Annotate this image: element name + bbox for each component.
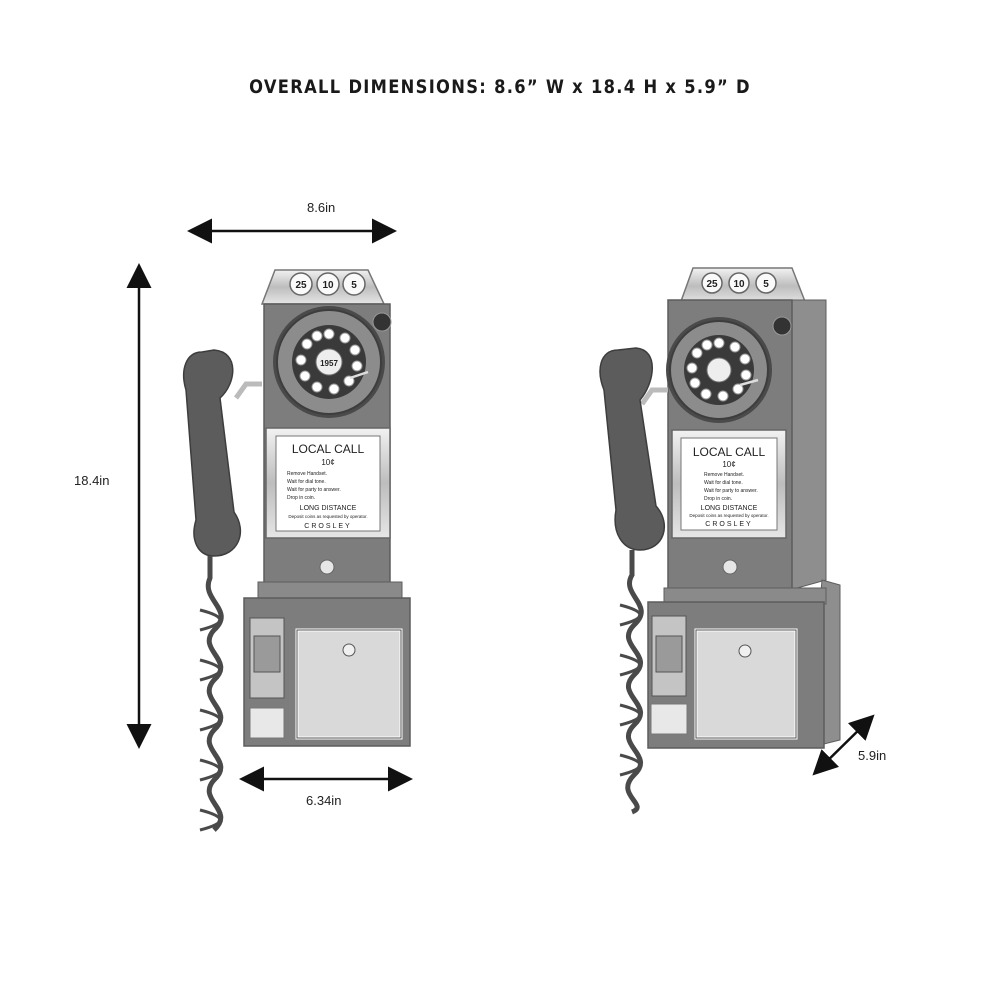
coin-slot-5: 5: [351, 280, 357, 291]
coin-slot-10: 10: [322, 280, 334, 291]
height-dimension-label: 18.4in: [74, 473, 110, 488]
angled-view-payphone: 25 10 5 LOCAL CALL 10¢ Remove Handset. W…: [599, 267, 841, 815]
page-title: OVERALL DIMENSIONS: 8.6” W x 18.4 H x 5.…: [249, 76, 751, 98]
plate-step-1: Remove Handset.: [287, 471, 327, 477]
angled-coin-slot-25: 25: [706, 279, 718, 290]
angled-plate-heading: LOCAL CALL: [693, 445, 766, 459]
plate-heading: LOCAL CALL: [292, 442, 365, 456]
front-view-payphone: 25 10 5 1957 LOCAL CALL 10¢ Remove Hands…: [182, 269, 411, 832]
plate-note: Deposit coins as requested by operator.: [288, 514, 367, 519]
angled-plate-step-2: Wait for dial tone.: [704, 480, 743, 486]
plate-price: 10¢: [321, 458, 334, 467]
plate-step-3: Wait for party to answer.: [287, 487, 341, 493]
base-width-dimension-label: 6.34in: [306, 793, 342, 808]
angled-plate-price: 10¢: [722, 460, 735, 469]
angled-plate-subheading: LONG DISTANCE: [701, 505, 758, 512]
plate-step-4: Drop in coin.: [287, 495, 315, 501]
dial-center-label: 1957: [320, 359, 338, 368]
angled-coin-slot-10: 10: [733, 279, 745, 290]
coin-slot-25: 25: [295, 280, 307, 291]
angled-plate-step-3: Wait for party to answer.: [704, 488, 758, 494]
angled-plate-step-1: Remove Handset.: [704, 472, 744, 478]
plate-step-2: Wait for dial tone.: [287, 479, 326, 485]
angled-plate-note: Deposit coins as requested by operator.: [689, 513, 768, 518]
angled-coin-slot-5: 5: [763, 279, 769, 290]
plate-brand: CROSLEY: [304, 523, 351, 530]
angled-plate-step-4: Drop in coin.: [704, 496, 732, 502]
angled-plate-brand: CROSLEY: [705, 521, 752, 528]
plate-subheading: LONG DISTANCE: [300, 505, 357, 512]
width-dimension-label: 8.6in: [307, 200, 336, 215]
depth-arrow: [812, 714, 875, 776]
